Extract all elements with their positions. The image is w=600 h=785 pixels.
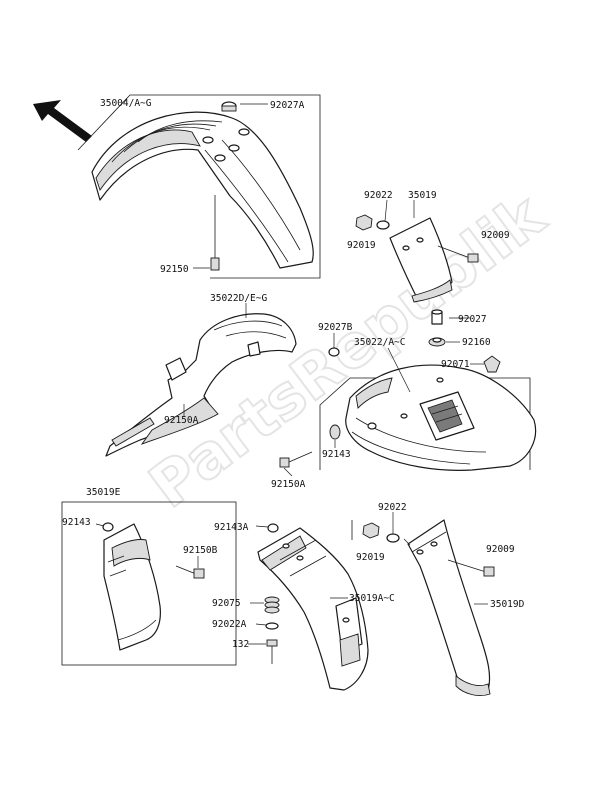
label-92071: 92071 <box>441 359 470 370</box>
washer-92022-bot <box>386 533 400 543</box>
label-92150A-left: 92150A <box>164 415 199 426</box>
label-92022A: 92022A <box>212 619 247 630</box>
collar-92143-box <box>102 522 114 532</box>
label-92143A: 92143A <box>214 522 249 533</box>
long-flap-group <box>351 512 495 697</box>
label-92019-top: 92019 <box>347 240 376 251</box>
side-flap-group <box>61 501 237 666</box>
rear-flap-group <box>355 199 479 325</box>
front-direction-arrow-icon <box>33 100 92 142</box>
label-35022A: 35022/A~C <box>354 337 405 348</box>
washer-92022A <box>265 622 279 630</box>
front-fender <box>91 111 314 269</box>
damper-92075 <box>264 596 280 614</box>
label-92150: 92150 <box>160 264 189 275</box>
grommet-92071 <box>483 355 501 373</box>
label-92027A: 92027A <box>270 100 305 111</box>
grommet-92027B <box>328 347 340 357</box>
rear-fender-group <box>279 333 537 477</box>
nut-92019-top <box>355 214 373 231</box>
label-35019D: 35019D <box>490 599 525 610</box>
label-92009-bot: 92009 <box>486 544 515 555</box>
label-92143-box: 92143 <box>62 517 91 528</box>
label-92027: 92027 <box>458 314 487 325</box>
inner-fender-group <box>105 303 297 457</box>
collar-92143-mid <box>329 424 341 440</box>
label-92022-top: 92022 <box>364 190 393 201</box>
bolt-92150B <box>175 565 205 579</box>
washer-92022-top <box>376 220 390 230</box>
label-92143-mid: 92143 <box>322 449 351 460</box>
label-92150A-mid: 92150A <box>271 479 306 490</box>
label-35004: 35004/A~G <box>100 98 152 109</box>
front-fender-group <box>77 94 321 279</box>
bolt-92009-top <box>437 245 479 263</box>
label-92075: 92075 <box>212 598 241 609</box>
label-92160: 92160 <box>462 337 491 348</box>
label-92022-bot: 92022 <box>378 502 407 513</box>
label-92019-bot: 92019 <box>356 552 385 563</box>
label-35019E: 35019E <box>86 487 121 498</box>
bolt-132 <box>266 639 278 664</box>
bolt-92150 <box>210 195 220 271</box>
label-92009-top: 92009 <box>481 230 510 241</box>
label-92027B: 92027B <box>318 322 353 333</box>
label-132: 132 <box>232 639 249 650</box>
label-92150B: 92150B <box>183 545 218 556</box>
nut-92019-bot <box>362 522 380 539</box>
label-35022D: 35022D/E~G <box>210 293 267 304</box>
license-bracket-group <box>248 523 369 691</box>
bolt-92150A-mid <box>279 451 313 468</box>
flap-35019D <box>407 519 491 694</box>
bolt-92009-bot <box>447 559 495 577</box>
label-35019-top: 35019 <box>408 190 437 201</box>
label-35019AC: 35019A~C <box>349 593 395 604</box>
collar-92143A <box>267 523 279 533</box>
